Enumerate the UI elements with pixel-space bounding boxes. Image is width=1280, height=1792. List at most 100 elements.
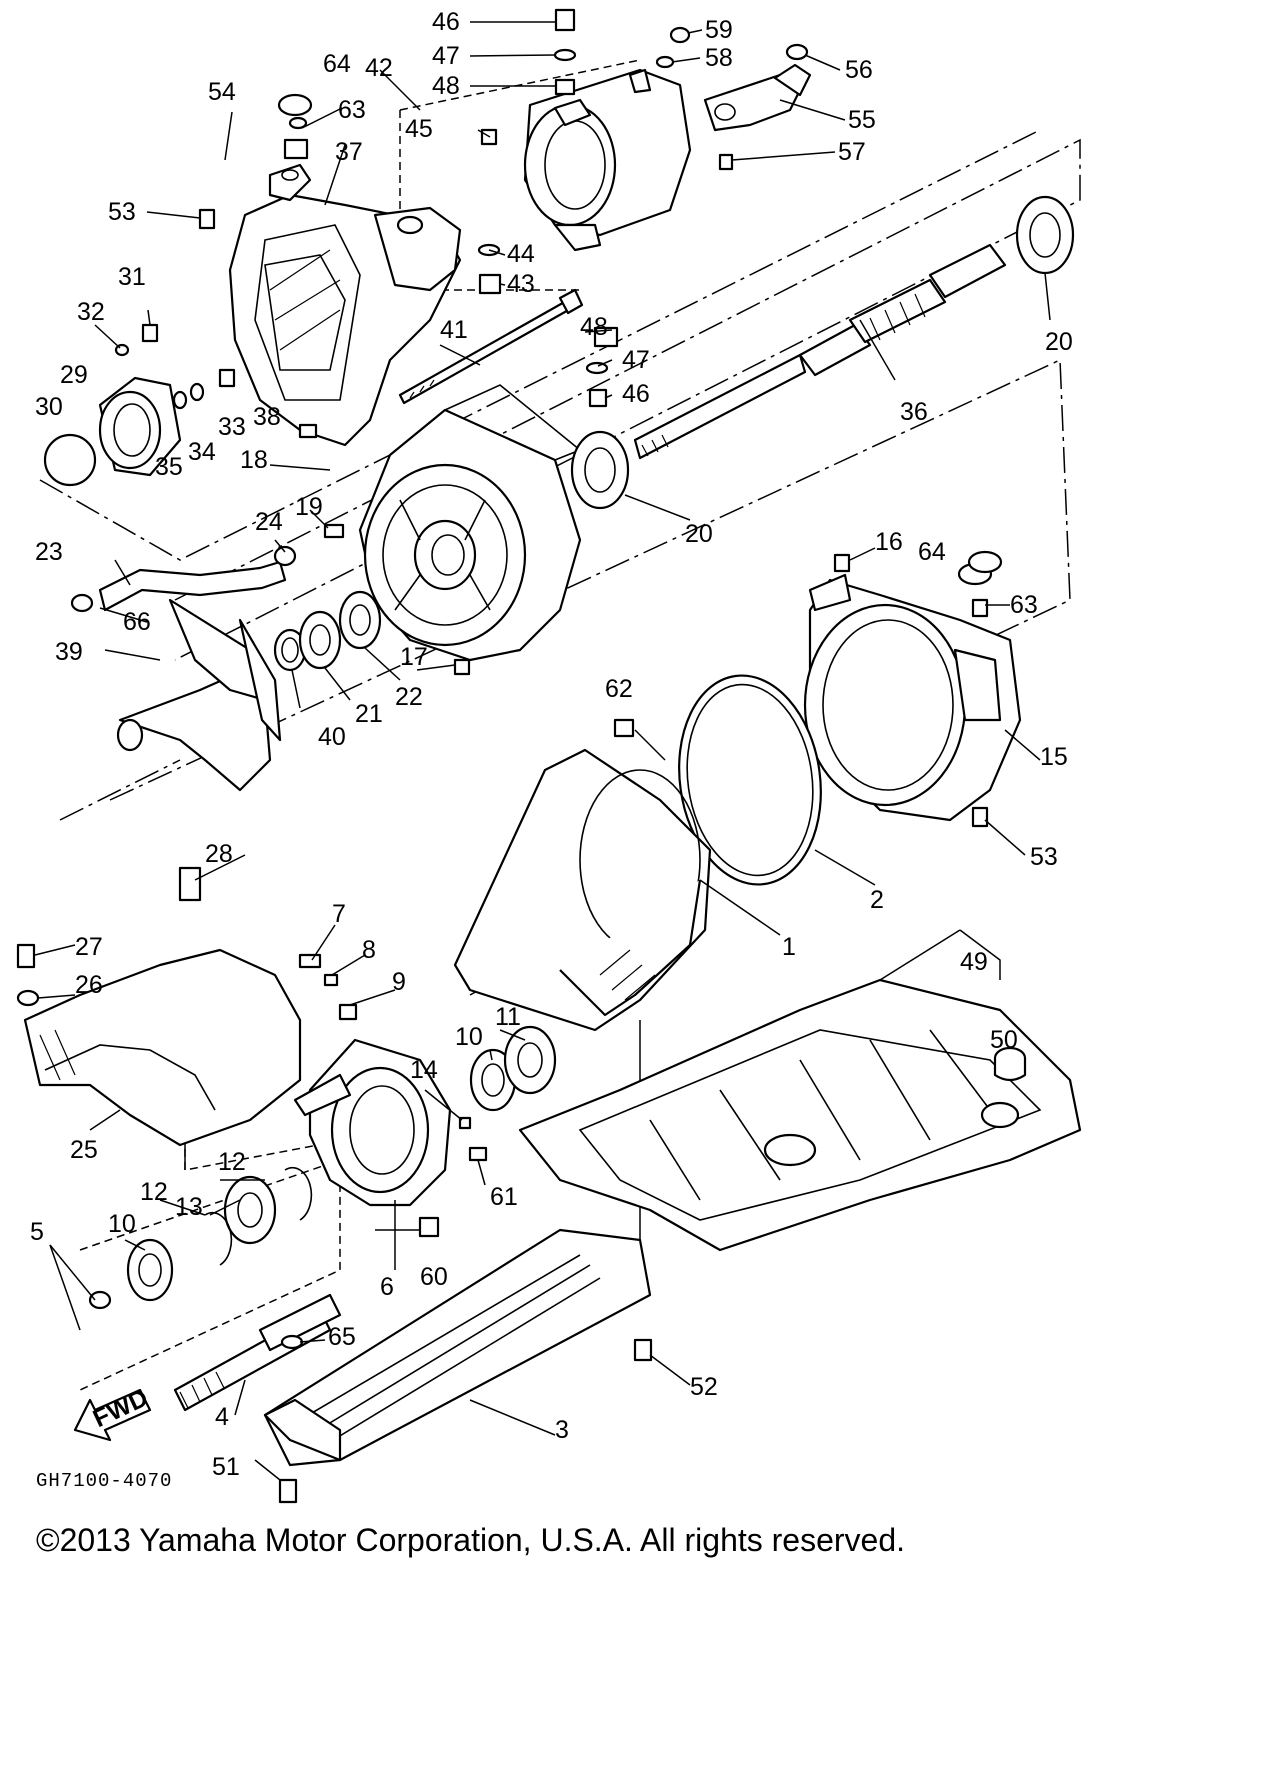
- callout-52: 52: [690, 1373, 718, 1401]
- callout-53b: 53: [1030, 843, 1058, 871]
- callout-3: 3: [555, 1416, 569, 1444]
- callout-58: 58: [705, 44, 733, 72]
- callout-51: 51: [212, 1453, 240, 1481]
- callout-39: 39: [55, 638, 83, 666]
- callout-20b: 20: [685, 520, 713, 548]
- callout-64a: 64: [323, 50, 351, 78]
- callout-37: 37: [335, 138, 363, 166]
- callout-65: 65: [328, 1323, 356, 1351]
- callout-43: 43: [507, 270, 535, 298]
- callout-32: 32: [77, 298, 105, 326]
- bearing-part-10-lower: [126, 1238, 174, 1302]
- callout-29: 29: [60, 361, 88, 389]
- hose-part-23: [98, 560, 287, 612]
- callout-41: 41: [440, 316, 468, 344]
- leader-lines: [34, 21, 1051, 1481]
- callout-12b: 12: [140, 1178, 168, 1206]
- cover-part-29: [43, 376, 182, 487]
- callout-55: 55: [848, 106, 876, 134]
- callout-59: 59: [705, 16, 733, 44]
- callout-38: 38: [253, 403, 281, 431]
- intake-duct-part-1: [453, 748, 712, 1032]
- callout-19: 19: [295, 493, 323, 521]
- callout-64b: 64: [918, 538, 946, 566]
- shell-part-25: [23, 948, 302, 1147]
- callout-63b: 63: [1010, 591, 1038, 619]
- callout-53a: 53: [108, 198, 136, 226]
- callout-12a: 12: [218, 1148, 246, 1176]
- callout-49: 49: [960, 948, 988, 976]
- callout-33: 33: [218, 413, 246, 441]
- callout-44: 44: [507, 240, 535, 268]
- callout-35: 35: [155, 453, 183, 481]
- callout-27: 27: [75, 933, 103, 961]
- callout-11: 11: [495, 1003, 521, 1031]
- copyright-notice: ©2013 Yamaha Motor Corporation, U.S.A. A…: [36, 1522, 906, 1558]
- callout-54: 54: [208, 78, 236, 106]
- callout-66: 66: [123, 608, 151, 636]
- plug-part-50: [993, 1046, 1027, 1082]
- callout-48b: 48: [580, 313, 608, 341]
- pump-housing-part-37: [228, 163, 462, 447]
- callout-4: 4: [215, 1403, 229, 1431]
- callout-24: 24: [255, 508, 283, 536]
- callout-42: 42: [365, 54, 393, 82]
- callout-50: 50: [990, 1026, 1018, 1054]
- callout-22: 22: [395, 683, 423, 711]
- callout-10b: 10: [108, 1210, 136, 1238]
- bearing-part-21: [298, 610, 342, 670]
- callout-30: 30: [35, 393, 63, 421]
- callout-14: 14: [410, 1056, 438, 1084]
- callout-48a: 48: [432, 72, 460, 100]
- callout-9: 9: [392, 968, 406, 996]
- callout-5: 5: [30, 1218, 44, 1246]
- callout-1: 1: [782, 933, 796, 961]
- drive-shaft-part-36: [633, 243, 1007, 460]
- callout-46a: 46: [432, 8, 460, 36]
- plate-part-30: [43, 433, 97, 487]
- callout-21: 21: [355, 700, 383, 728]
- callout-20a: 20: [1045, 328, 1073, 356]
- callout-26: 26: [75, 971, 103, 999]
- callout-34: 34: [188, 438, 216, 466]
- impeller-part-39: [116, 598, 282, 792]
- intake-grate-part-3: [263, 1228, 652, 1467]
- callout-2: 2: [870, 886, 884, 914]
- drawing-code: GH7100-4070: [36, 1470, 173, 1492]
- callout-17: 17: [400, 643, 428, 671]
- bearing-part-13: [223, 1175, 277, 1245]
- callout-60: 60: [420, 1263, 448, 1291]
- callout-36: 36: [900, 398, 928, 426]
- callout-18: 18: [240, 446, 268, 474]
- callout-7: 7: [332, 900, 346, 928]
- callout-40: 40: [318, 723, 346, 751]
- callout-63a: 63: [338, 96, 366, 124]
- callout-28: 28: [205, 840, 233, 868]
- callout-10a: 10: [455, 1023, 483, 1051]
- bearing-housing-part-6: [293, 1038, 452, 1207]
- steering-nozzle-part-42: [523, 68, 692, 252]
- stud-bolt-part-41: [398, 288, 584, 405]
- bearing-part-22: [338, 590, 382, 650]
- callout-61: 61: [490, 1183, 518, 1211]
- bearing-part-20-rear: [1015, 195, 1075, 275]
- callout-25: 25: [70, 1136, 98, 1164]
- callout-13: 13: [175, 1193, 203, 1221]
- callout-labels: 46 47 48 59 58 56 55 57 45 44 43 64 42 6…: [30, 8, 1073, 1481]
- callout-6: 6: [380, 1273, 394, 1301]
- bearing-part-20-front: [570, 430, 630, 510]
- callout-47a: 47: [432, 42, 460, 70]
- steering-arm-part-55: [703, 63, 812, 132]
- callout-16: 16: [875, 528, 903, 556]
- ride-plate-part-49: [518, 978, 1082, 1252]
- callout-47b: 47: [622, 346, 650, 374]
- callout-15: 15: [1040, 743, 1068, 771]
- callout-56: 56: [845, 56, 873, 84]
- callout-57: 57: [838, 138, 866, 166]
- callout-46b: 46: [622, 380, 650, 408]
- forward-arrow: FWD: [73, 1384, 152, 1442]
- callout-23: 23: [35, 538, 63, 566]
- callout-31: 31: [118, 263, 146, 291]
- callout-8: 8: [362, 936, 376, 964]
